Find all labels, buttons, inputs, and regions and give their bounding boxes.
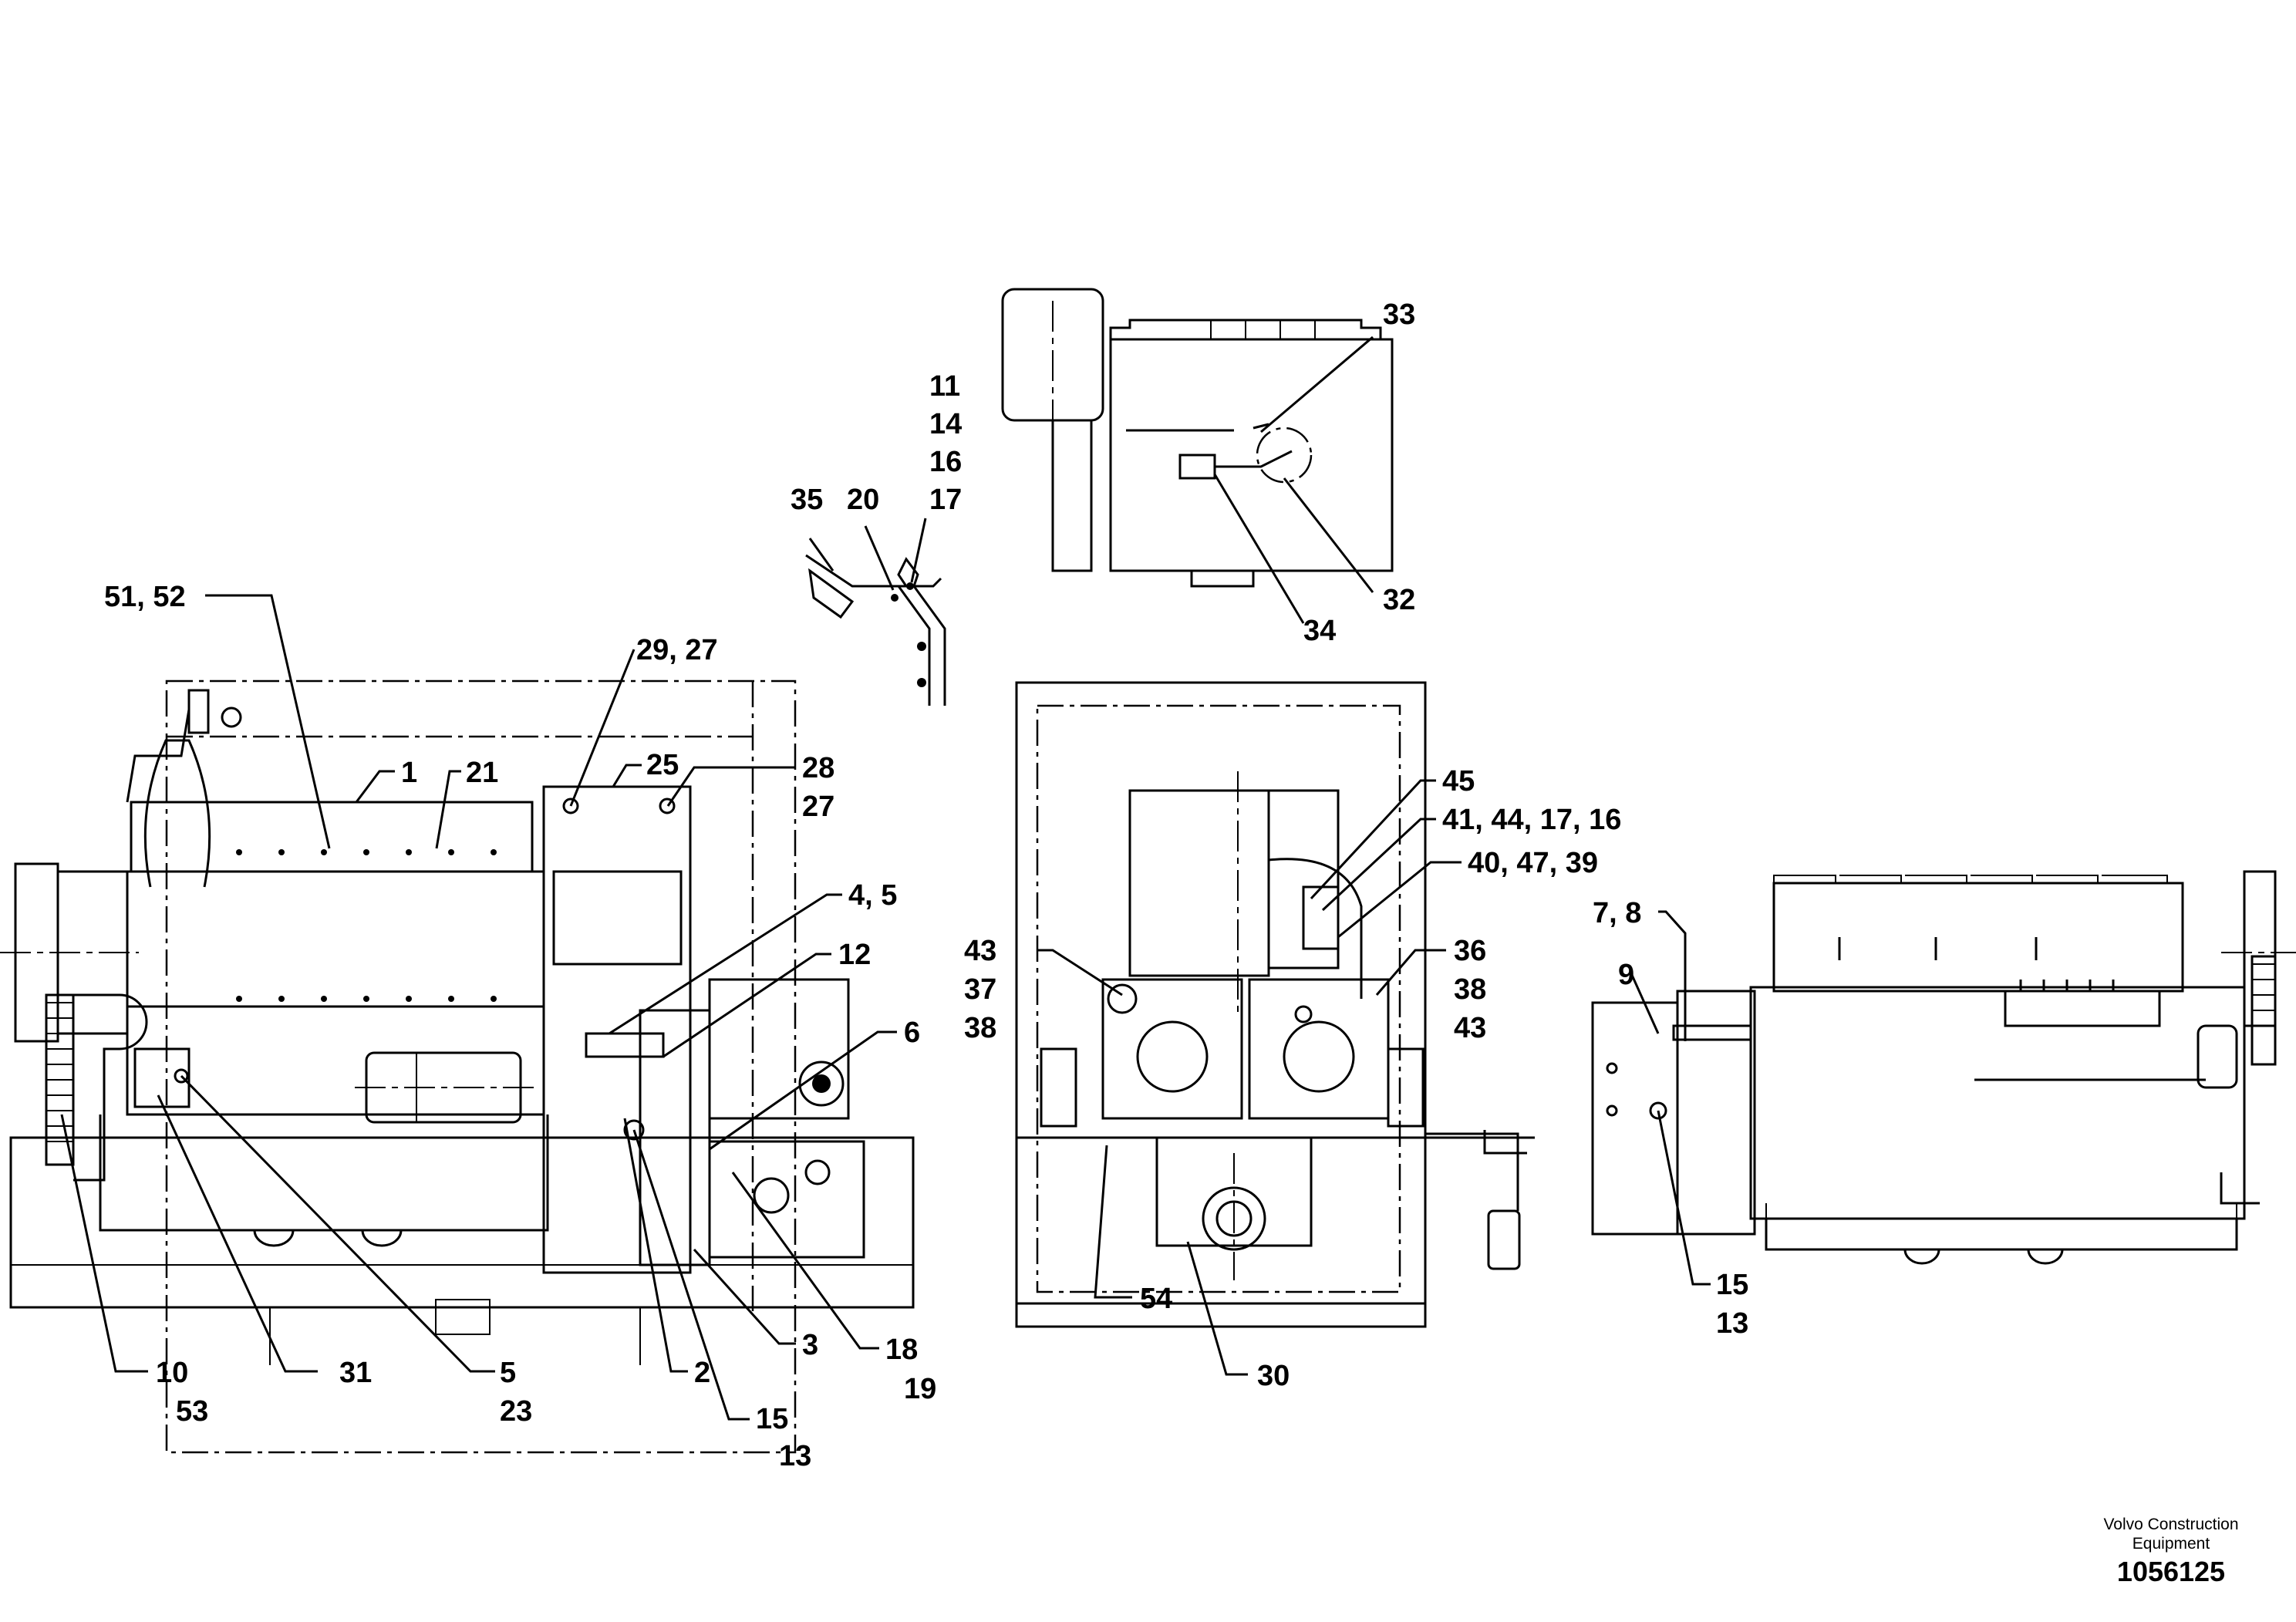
callout-41-44-17-16: 41, 44, 17, 16 (1442, 804, 1621, 836)
callout-36: 36 (1454, 935, 1486, 967)
callout-19: 19 (904, 1373, 936, 1405)
callout-43a: 43 (964, 935, 996, 967)
top-view-detail (1001, 288, 1394, 588)
callout-2: 2 (694, 1357, 710, 1389)
callout-15b: 15 (1716, 1269, 1748, 1301)
engine-block (126, 870, 545, 1008)
callout-3: 3 (802, 1329, 818, 1361)
hydraulic-pump-lower (708, 1140, 865, 1259)
callout-14: 14 (929, 408, 962, 440)
callout-20: 20 (847, 484, 879, 516)
pump-left-front (1101, 978, 1243, 1120)
callout-15a: 15 (756, 1403, 788, 1435)
callout-34: 34 (1303, 615, 1336, 647)
callout-32: 32 (1383, 584, 1415, 616)
callout-21: 21 (466, 757, 498, 789)
callout-9: 9 (1618, 959, 1634, 991)
drawing-number: 1056125 (2117, 1556, 2225, 1587)
callout-27: 27 (802, 791, 834, 823)
callout-45: 45 (1442, 765, 1475, 798)
callout-53: 53 (176, 1395, 208, 1428)
callout-29-27: 29, 27 (636, 634, 718, 666)
company-name-line1: Volvo Construction (2103, 1516, 2238, 1533)
callout-43b: 43 (1454, 1012, 1486, 1044)
frame-outer-front (1015, 681, 1427, 1328)
front-view-center (1015, 681, 1535, 1328)
leader-lines (60, 336, 1711, 1421)
callout-38a: 38 (964, 1012, 996, 1044)
injection-pump (2004, 990, 2161, 1027)
mounting-plate (1591, 1001, 1679, 1236)
intake-hose (143, 739, 211, 888)
side-view-left (0, 679, 915, 1454)
callout-1: 1 (401, 757, 417, 789)
base-frame (9, 1136, 915, 1309)
valve-cover-right (1772, 882, 2184, 993)
callout-11: 11 (929, 370, 960, 403)
callouts: 51, 52 1 21 29, 27 25 28 27 35 20 11 14 … (104, 298, 1748, 1472)
callout-16: 16 (929, 446, 962, 478)
oil-cooler (542, 785, 692, 1274)
callout-5: 5 (500, 1357, 516, 1389)
callout-51-52: 51, 52 (104, 581, 186, 613)
valve-cover (130, 801, 534, 873)
callout-28: 28 (802, 752, 834, 784)
callout-37: 37 (964, 973, 996, 1006)
air-filter-front (1128, 789, 1270, 977)
callout-23: 23 (500, 1395, 532, 1428)
callout-31: 31 (339, 1357, 372, 1389)
oil-pan (99, 1114, 549, 1232)
callout-30: 30 (1257, 1360, 1290, 1392)
callout-38b: 38 (1454, 973, 1486, 1006)
hydraulic-pump-upper (708, 978, 850, 1120)
callout-25: 25 (646, 749, 679, 781)
callout-35: 35 (791, 484, 823, 516)
bracket-12 (585, 1032, 665, 1058)
callout-12: 12 (838, 939, 871, 971)
callout-17: 17 (929, 484, 962, 516)
pump-right-front (1248, 978, 1390, 1120)
callout-13b: 13 (1716, 1307, 1748, 1340)
callout-18: 18 (885, 1334, 918, 1366)
callout-10: 10 (156, 1357, 188, 1389)
callout-4-5: 4, 5 (848, 879, 897, 912)
callout-6: 6 (904, 1017, 920, 1049)
side-view-right (1591, 870, 2296, 1265)
callout-54: 54 (1140, 1283, 1172, 1315)
engine-block-right (1749, 986, 2246, 1220)
title-block: Volvo Construction Equipment 1056125 (2103, 1516, 2238, 1587)
callout-7-8: 7, 8 (1593, 897, 1641, 929)
bracket-detail (805, 554, 946, 706)
callout-40-47-39: 40, 47, 39 (1468, 847, 1598, 879)
company-name-line2: Equipment (2132, 1535, 2210, 1553)
callout-13a: 13 (779, 1440, 811, 1472)
flywheel-right (2243, 870, 2277, 1027)
callout-33: 33 (1383, 298, 1415, 331)
oil-pan-right (1765, 1219, 2238, 1251)
frame-outline-left (165, 679, 797, 1454)
alternator-bracket (133, 1047, 190, 1108)
